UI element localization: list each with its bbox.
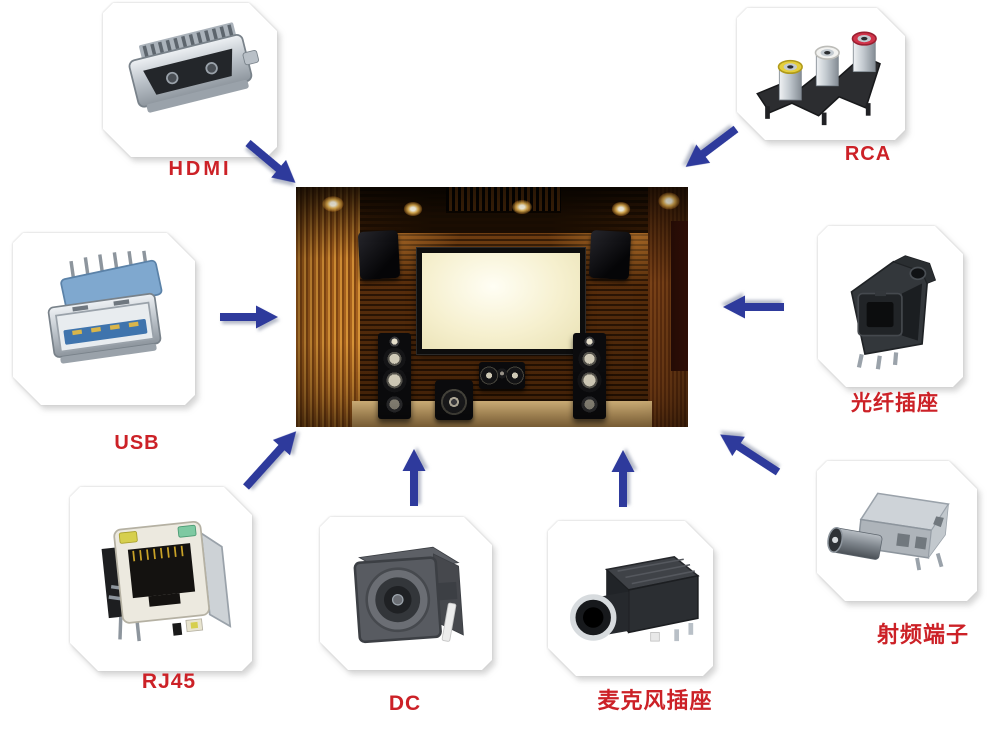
photo-ceiling-grid bbox=[446, 187, 561, 213]
arrow-rj45-to-center bbox=[236, 423, 306, 496]
card-rj45 bbox=[70, 487, 252, 671]
label-rca: RCA bbox=[844, 143, 892, 165]
usb-connector-icon bbox=[24, 250, 184, 388]
card-usb bbox=[13, 233, 195, 405]
arrow-dc-to-center bbox=[401, 449, 427, 506]
photo-ceiling-light bbox=[400, 199, 426, 219]
photo-center-speaker bbox=[479, 362, 525, 389]
optical-connector-icon bbox=[828, 237, 954, 377]
arrow-optical-to-center bbox=[723, 294, 784, 320]
rf-terminal-icon bbox=[824, 473, 970, 589]
arrow-rf-to-center bbox=[713, 424, 785, 483]
photo-left-wall bbox=[296, 187, 360, 427]
rca-connector-icon bbox=[745, 15, 897, 133]
rj45-connector-icon bbox=[80, 503, 242, 655]
label-usb: USB bbox=[114, 432, 160, 454]
photo-ceiling-light bbox=[508, 197, 536, 217]
photo-projection-screen bbox=[417, 248, 585, 354]
microphone-jack-icon bbox=[556, 538, 706, 660]
card-rf bbox=[817, 461, 977, 601]
label-rj45: RJ45 bbox=[141, 670, 197, 693]
hdmi-connector-icon bbox=[115, 19, 265, 141]
photo-door bbox=[671, 221, 688, 371]
card-dc bbox=[320, 517, 492, 670]
arrow-usb-to-center bbox=[220, 304, 278, 330]
label-dc: DC bbox=[388, 692, 422, 715]
dc-jack-icon bbox=[332, 525, 480, 663]
card-rca bbox=[737, 8, 905, 140]
photo-ceiling-light bbox=[318, 193, 348, 215]
label-optical: 光纤插座 bbox=[851, 392, 939, 415]
photo-subwoofer bbox=[435, 380, 473, 420]
label-hdmi: HDMI bbox=[168, 158, 232, 180]
arrow-mic-to-center bbox=[610, 450, 636, 507]
card-mic bbox=[548, 521, 713, 676]
photo-vignette bbox=[296, 187, 688, 427]
photo-ceiling-light bbox=[654, 189, 684, 213]
arrow-hdmi-to-center bbox=[240, 133, 304, 193]
card-hdmi bbox=[103, 3, 277, 157]
home-theater-photo bbox=[296, 187, 688, 427]
photo-tower-speaker-left bbox=[378, 333, 411, 419]
card-optical bbox=[818, 226, 963, 387]
photo-ceiling-light bbox=[608, 199, 634, 219]
label-rf: 射频端子 bbox=[876, 622, 970, 647]
arrow-rca-to-center bbox=[678, 119, 744, 178]
label-mic: 麦克风插座 bbox=[597, 688, 713, 713]
photo-tower-speaker-right bbox=[573, 333, 606, 419]
